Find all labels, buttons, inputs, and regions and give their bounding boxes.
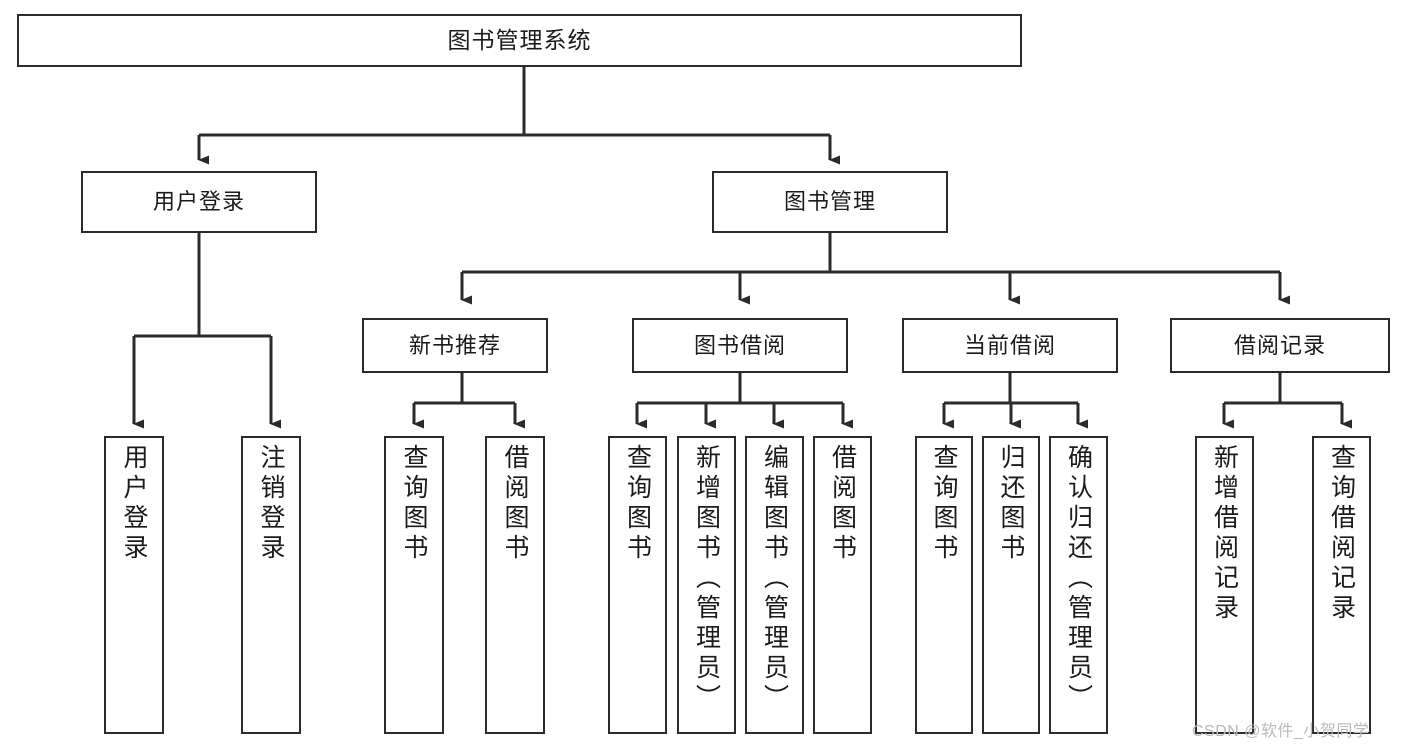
- node-label: 查询借阅记录: [1327, 444, 1356, 624]
- node-label: 借阅图书: [501, 444, 529, 564]
- node-leaf-query-book-borrow[interactable]: 查询图书: [608, 436, 667, 734]
- node-root-book-management-system[interactable]: 图书管理系统: [17, 14, 1022, 67]
- node-user-login[interactable]: 用户登录: [81, 171, 317, 233]
- node-leaf-borrow-book[interactable]: 借阅图书: [813, 436, 872, 734]
- watermark: CSDN @软件_小贺同学: [1192, 723, 1370, 740]
- node-leaf-confirm-return-admin[interactable]: 确认归还（管理员）: [1049, 436, 1108, 734]
- node-borrow-record[interactable]: 借阅记录: [1170, 318, 1390, 373]
- node-label: 图书管理系统: [447, 26, 592, 53]
- node-book-management[interactable]: 图书管理: [712, 171, 948, 233]
- node-label: 当前借阅: [963, 332, 1056, 358]
- node-label: 图书借阅: [693, 332, 786, 358]
- node-label: 借阅图书: [828, 444, 857, 564]
- node-leaf-return-book[interactable]: 归还图书: [982, 436, 1040, 734]
- node-label: 查询图书: [623, 444, 652, 564]
- node-new-book-recommend[interactable]: 新书推荐: [362, 318, 548, 373]
- node-label: 新增借阅记录: [1210, 444, 1239, 624]
- node-current-borrow[interactable]: 当前借阅: [902, 318, 1118, 373]
- node-label: 查询图书: [400, 444, 428, 564]
- node-label: 用户登录: [152, 189, 245, 215]
- node-label: 查询图书: [930, 444, 958, 564]
- node-leaf-query-borrow-record[interactable]: 查询借阅记录: [1312, 436, 1371, 734]
- node-leaf-query-book-recommend[interactable]: 查询图书: [384, 436, 444, 734]
- node-leaf-add-borrow-record[interactable]: 新增借阅记录: [1195, 436, 1254, 734]
- node-label: 编辑图书（管理员）: [760, 444, 789, 714]
- node-label: 新增图书（管理员）: [692, 444, 721, 714]
- node-leaf-query-book-current[interactable]: 查询图书: [915, 436, 973, 734]
- node-label: 图书管理: [783, 189, 876, 215]
- node-label: 注销登录: [257, 444, 285, 564]
- node-book-borrow[interactable]: 图书借阅: [632, 318, 848, 373]
- node-label: 借阅记录: [1233, 332, 1326, 358]
- node-label: 用户登录: [120, 444, 148, 564]
- node-label: 确认归还（管理员）: [1064, 444, 1093, 714]
- node-label: 新书推荐: [408, 332, 501, 358]
- node-leaf-borrow-book-recommend[interactable]: 借阅图书: [485, 436, 545, 734]
- node-leaf-edit-book-admin[interactable]: 编辑图书（管理员）: [745, 436, 804, 734]
- node-leaf-user-login[interactable]: 用户登录: [104, 436, 164, 734]
- node-leaf-add-book-admin[interactable]: 新增图书（管理员）: [677, 436, 736, 734]
- node-leaf-logout[interactable]: 注销登录: [241, 436, 301, 734]
- node-label: 归还图书: [997, 444, 1025, 564]
